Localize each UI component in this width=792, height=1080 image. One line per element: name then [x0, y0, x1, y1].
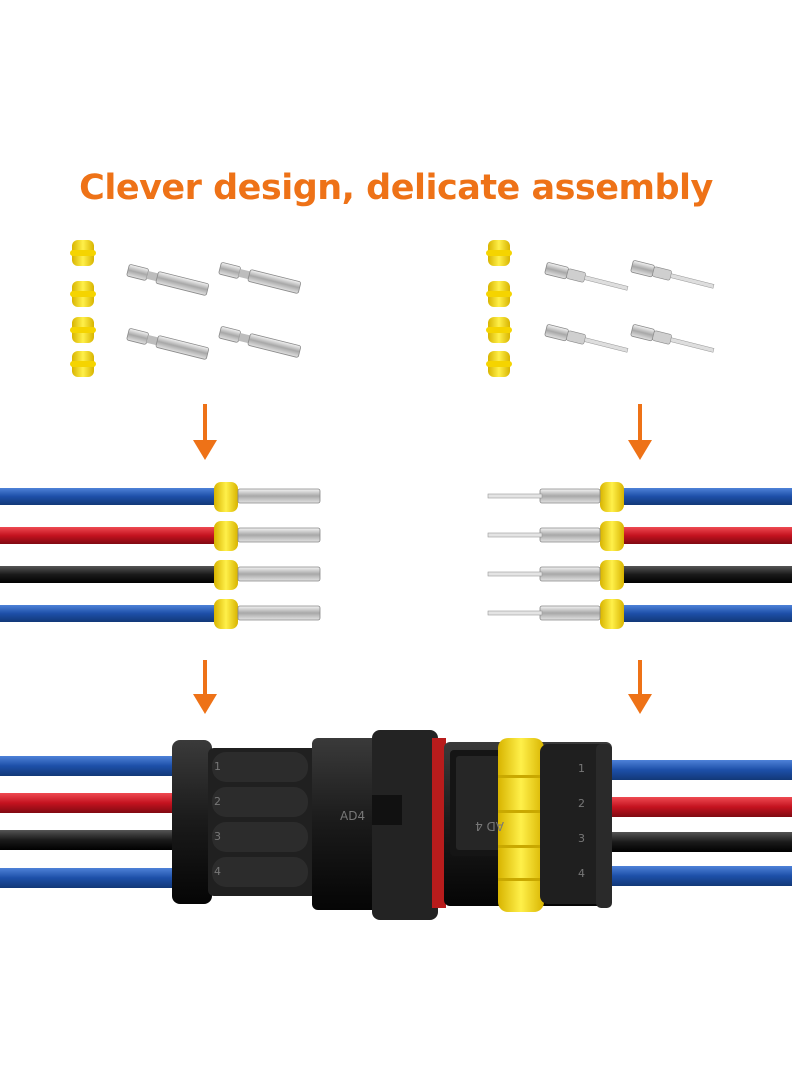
- wires-bottom-right: [610, 760, 792, 886]
- female-pin-number: 3: [578, 832, 585, 845]
- wire-blue: [0, 605, 220, 622]
- male-housing: [172, 730, 438, 920]
- female-terminals: [126, 262, 301, 360]
- female-pin-number: 4: [578, 867, 585, 880]
- female-housing-mark: AD 4: [475, 819, 504, 833]
- male-housing-mark: AD4: [340, 809, 365, 823]
- seal: [486, 281, 512, 307]
- seal: [70, 240, 96, 266]
- male-terminal: [544, 324, 629, 353]
- male-terminals: [544, 260, 715, 353]
- wire-red: [0, 527, 220, 544]
- male-pin-number: 1: [214, 760, 221, 773]
- female-terminal: [218, 262, 301, 294]
- seal: [70, 317, 96, 343]
- wire-black: [0, 566, 220, 583]
- seal: [486, 240, 512, 266]
- female-terminal: [218, 326, 301, 358]
- red-seal-ring: [432, 738, 446, 908]
- arrow-down-icon: [628, 404, 652, 460]
- male-terminal: [544, 262, 629, 291]
- seal-group-left: [70, 240, 96, 377]
- yellow-seal-ring: [498, 738, 544, 912]
- wires-bottom-left: [0, 756, 182, 888]
- female-terminal: [126, 328, 209, 360]
- crimped-wires-left: [0, 482, 321, 629]
- wire-blue: [620, 605, 792, 622]
- male-pin-number: 3: [214, 830, 221, 843]
- male-terminal: [630, 260, 715, 289]
- seal: [486, 317, 512, 343]
- wire-blue: [0, 488, 220, 505]
- female-pin-number: 1: [578, 762, 585, 775]
- headline: Clever design, delicate assembly: [79, 168, 713, 208]
- male-pin-number: 2: [214, 795, 221, 808]
- arrow-down-icon: [628, 660, 652, 714]
- arrow-down-icon: [193, 404, 217, 460]
- wire-black: [620, 566, 792, 583]
- seal: [70, 281, 96, 307]
- female-terminal: [126, 264, 209, 296]
- wire-blue: [620, 488, 792, 505]
- female-pin-number: 2: [578, 797, 585, 810]
- wire-red: [620, 527, 792, 544]
- crimped-wires-right: [487, 482, 792, 629]
- female-housing: [432, 738, 612, 912]
- seal: [486, 351, 512, 377]
- male-terminal: [630, 324, 715, 353]
- seal-group-right: [486, 240, 512, 377]
- seal: [70, 351, 96, 377]
- arrow-down-icon: [193, 660, 217, 714]
- male-pin-number: 4: [214, 865, 221, 878]
